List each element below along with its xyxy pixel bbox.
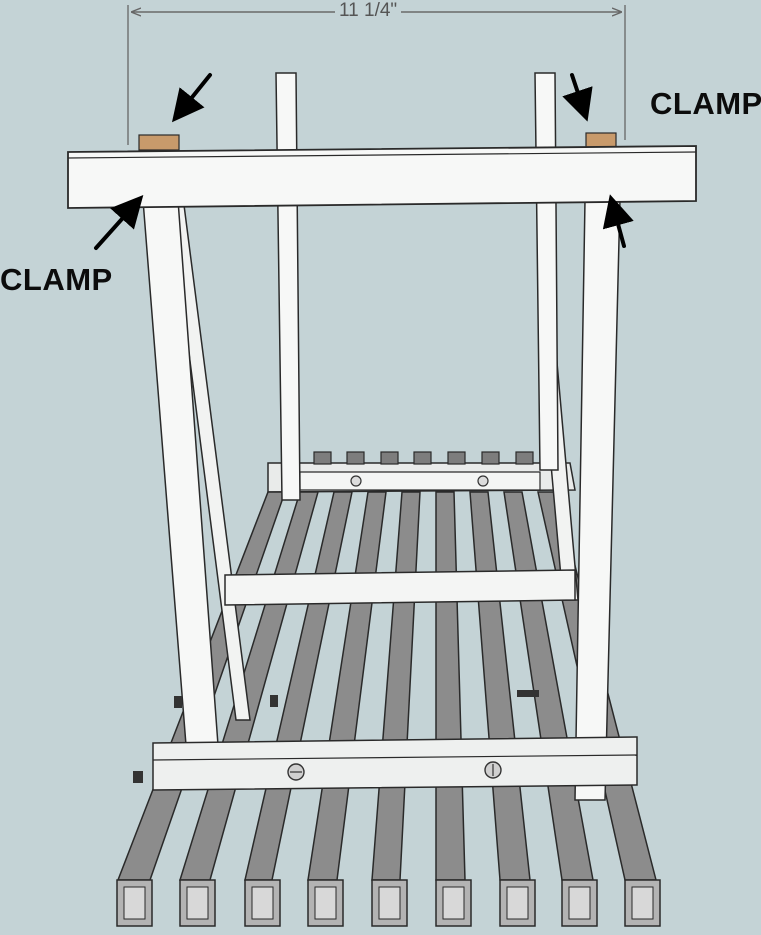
clamp-label-right: CLAMP <box>650 86 761 121</box>
rear-uprights <box>275 72 559 501</box>
arrow-clamp-top-right <box>562 73 593 122</box>
side-bolts <box>133 690 539 783</box>
rear-slat-ends <box>313 451 534 465</box>
arrows <box>94 73 634 250</box>
middle-cross-rail <box>224 569 576 606</box>
clamp-label-left: CLAMP <box>0 262 113 297</box>
arrow-clamp-right <box>602 194 634 248</box>
rear-cross-rail <box>267 462 576 493</box>
front-cross-rail <box>152 736 638 791</box>
clamp-blocks <box>138 132 617 151</box>
slat-tube-ends <box>116 879 661 927</box>
top-board <box>67 145 697 209</box>
arrow-clamp-left <box>94 195 144 250</box>
front-uprights <box>142 199 621 801</box>
arrow-clamp-top-left <box>171 73 212 123</box>
dimension-label: 11 1/4" <box>335 0 402 22</box>
